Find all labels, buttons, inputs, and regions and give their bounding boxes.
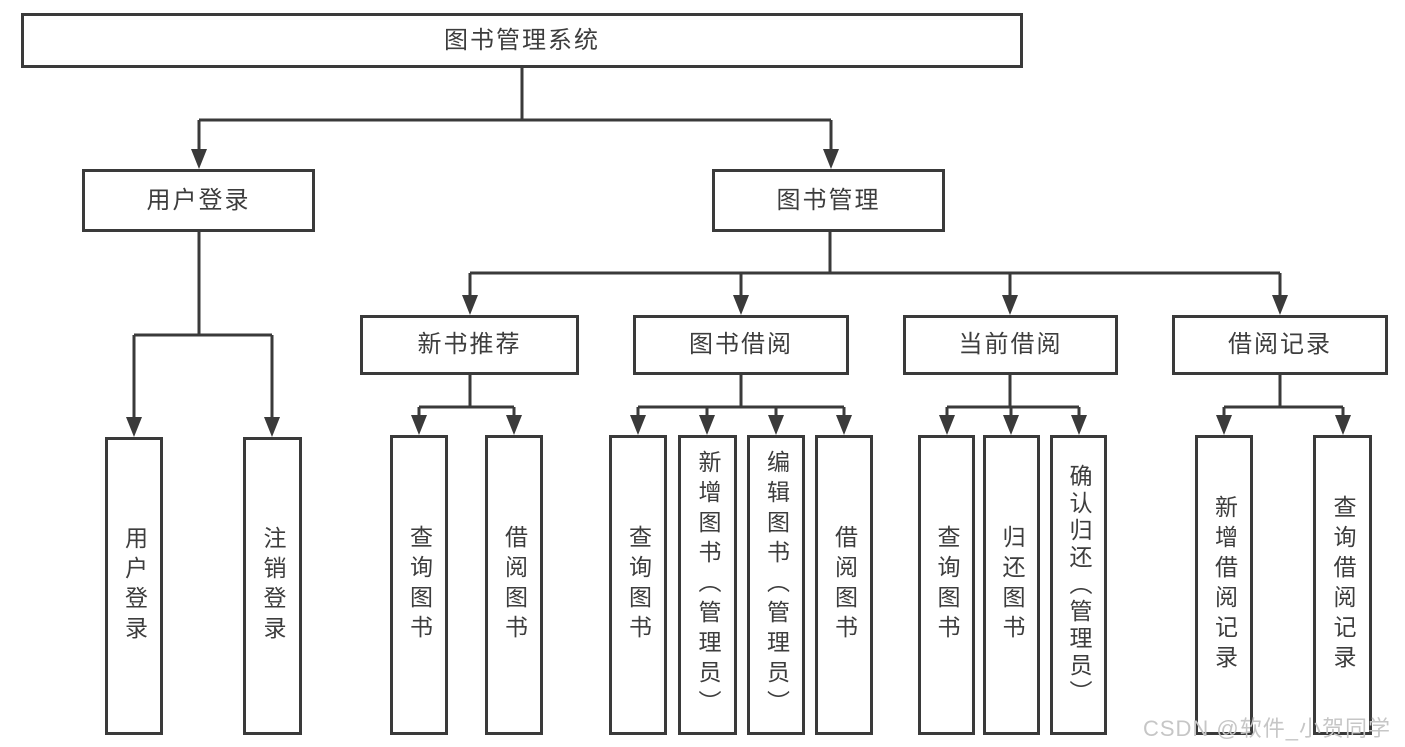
connector-user-login-to-leaves (126, 232, 280, 437)
leaf-query-books-recommendation: 查询图书 (390, 435, 448, 735)
leaf-add-borrow-record: 新增借阅记录 (1195, 435, 1253, 735)
node-label: 当前借阅 (958, 331, 1063, 358)
leaf-edit-books-admin: 编辑图书（管理员） (747, 435, 805, 735)
node-label: 借阅记录 (1228, 331, 1332, 358)
connector-root-to-level2 (191, 68, 839, 169)
node-label: 图书管理 (776, 186, 881, 214)
node-label: 编辑图书（管理员） (763, 450, 790, 720)
node-label: 借阅图书 (831, 525, 858, 645)
node-label: 注销登录 (260, 526, 286, 646)
leaf-add-books-admin: 新增图书（管理员） (678, 435, 737, 735)
csdn-watermark: CSDN @软件_小贺同学 (1142, 716, 1391, 741)
connector-book-borrow-to-leaves (630, 375, 852, 435)
node-label: 确认归还（管理员） (1066, 463, 1092, 707)
node-label: 图书借阅 (689, 331, 793, 358)
node-borrowing-records: 借阅记录 (1172, 315, 1388, 375)
leaf-query-books-current: 查询图书 (918, 435, 975, 735)
node-label: 归还图书 (999, 525, 1025, 645)
node-library-management-system: 图书管理系统 (21, 13, 1023, 68)
leaf-user-login: 用户登录 (105, 437, 163, 735)
node-label: 新书推荐 (417, 331, 522, 358)
leaf-logout: 注销登录 (243, 437, 302, 735)
node-user-login-branch: 用户登录 (82, 169, 315, 232)
leaf-confirm-return-admin: 确认归还（管理员） (1050, 435, 1107, 735)
leaf-query-books-borrowing: 查询图书 (609, 435, 667, 735)
node-label: 查询图书 (625, 525, 652, 645)
leaf-return-books: 归还图书 (983, 435, 1040, 735)
node-label: 新增借阅记录 (1211, 495, 1238, 675)
leaf-borrow-books-recommendation: 借阅图书 (485, 435, 543, 735)
connector-new-book-rec-to-leaves (411, 375, 522, 435)
node-label: 图书管理系统 (444, 26, 600, 54)
node-label: 查询图书 (406, 525, 433, 645)
connector-current-borrow-to-leaves (939, 375, 1087, 435)
node-label: 查询图书 (934, 525, 960, 645)
connector-borrow-records-to-leaves (1216, 375, 1351, 435)
node-label: 查询借阅记录 (1330, 495, 1356, 675)
connector-book-mgmt-to-level3 (462, 232, 1288, 315)
node-book-borrowing: 图书借阅 (633, 315, 849, 375)
node-label: 用户登录 (146, 186, 251, 214)
node-label: 借阅图书 (501, 525, 528, 645)
leaf-borrow-books: 借阅图书 (815, 435, 873, 735)
node-new-book-recommendation: 新书推荐 (360, 315, 579, 375)
leaf-query-borrow-record: 查询借阅记录 (1313, 435, 1372, 735)
node-label: 用户登录 (121, 526, 148, 646)
node-current-borrowing: 当前借阅 (903, 315, 1118, 375)
node-label: 新增图书（管理员） (695, 450, 721, 720)
node-book-management-branch: 图书管理 (712, 169, 945, 232)
